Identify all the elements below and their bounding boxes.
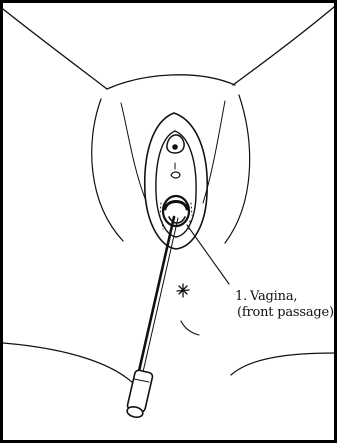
anus-mark xyxy=(177,284,189,297)
right-inner-thigh xyxy=(225,95,250,243)
left-groin-crease xyxy=(121,103,146,201)
right-groin-crease xyxy=(203,101,225,203)
clitoris xyxy=(173,145,178,150)
left-buttock-curve xyxy=(3,343,143,395)
label-leader-line xyxy=(187,225,229,284)
vagina-label: 1.Vagina, xyxy=(235,289,297,305)
label-number: 1. xyxy=(235,289,247,304)
right-buttock-curve xyxy=(231,353,334,375)
anatomy-illustration xyxy=(3,3,334,440)
urethral-opening xyxy=(171,172,180,178)
left-inner-thigh xyxy=(92,99,123,241)
clitoral-hood xyxy=(167,135,184,153)
left-thigh-outline xyxy=(3,9,107,89)
vagina-label-detail: (front passage) xyxy=(237,305,334,321)
abdomen-curve xyxy=(107,75,235,89)
buttock-cleft xyxy=(181,321,199,335)
label-name: Vagina, xyxy=(250,289,297,304)
vaginal-shading xyxy=(165,202,187,210)
right-thigh-outline xyxy=(233,7,334,85)
